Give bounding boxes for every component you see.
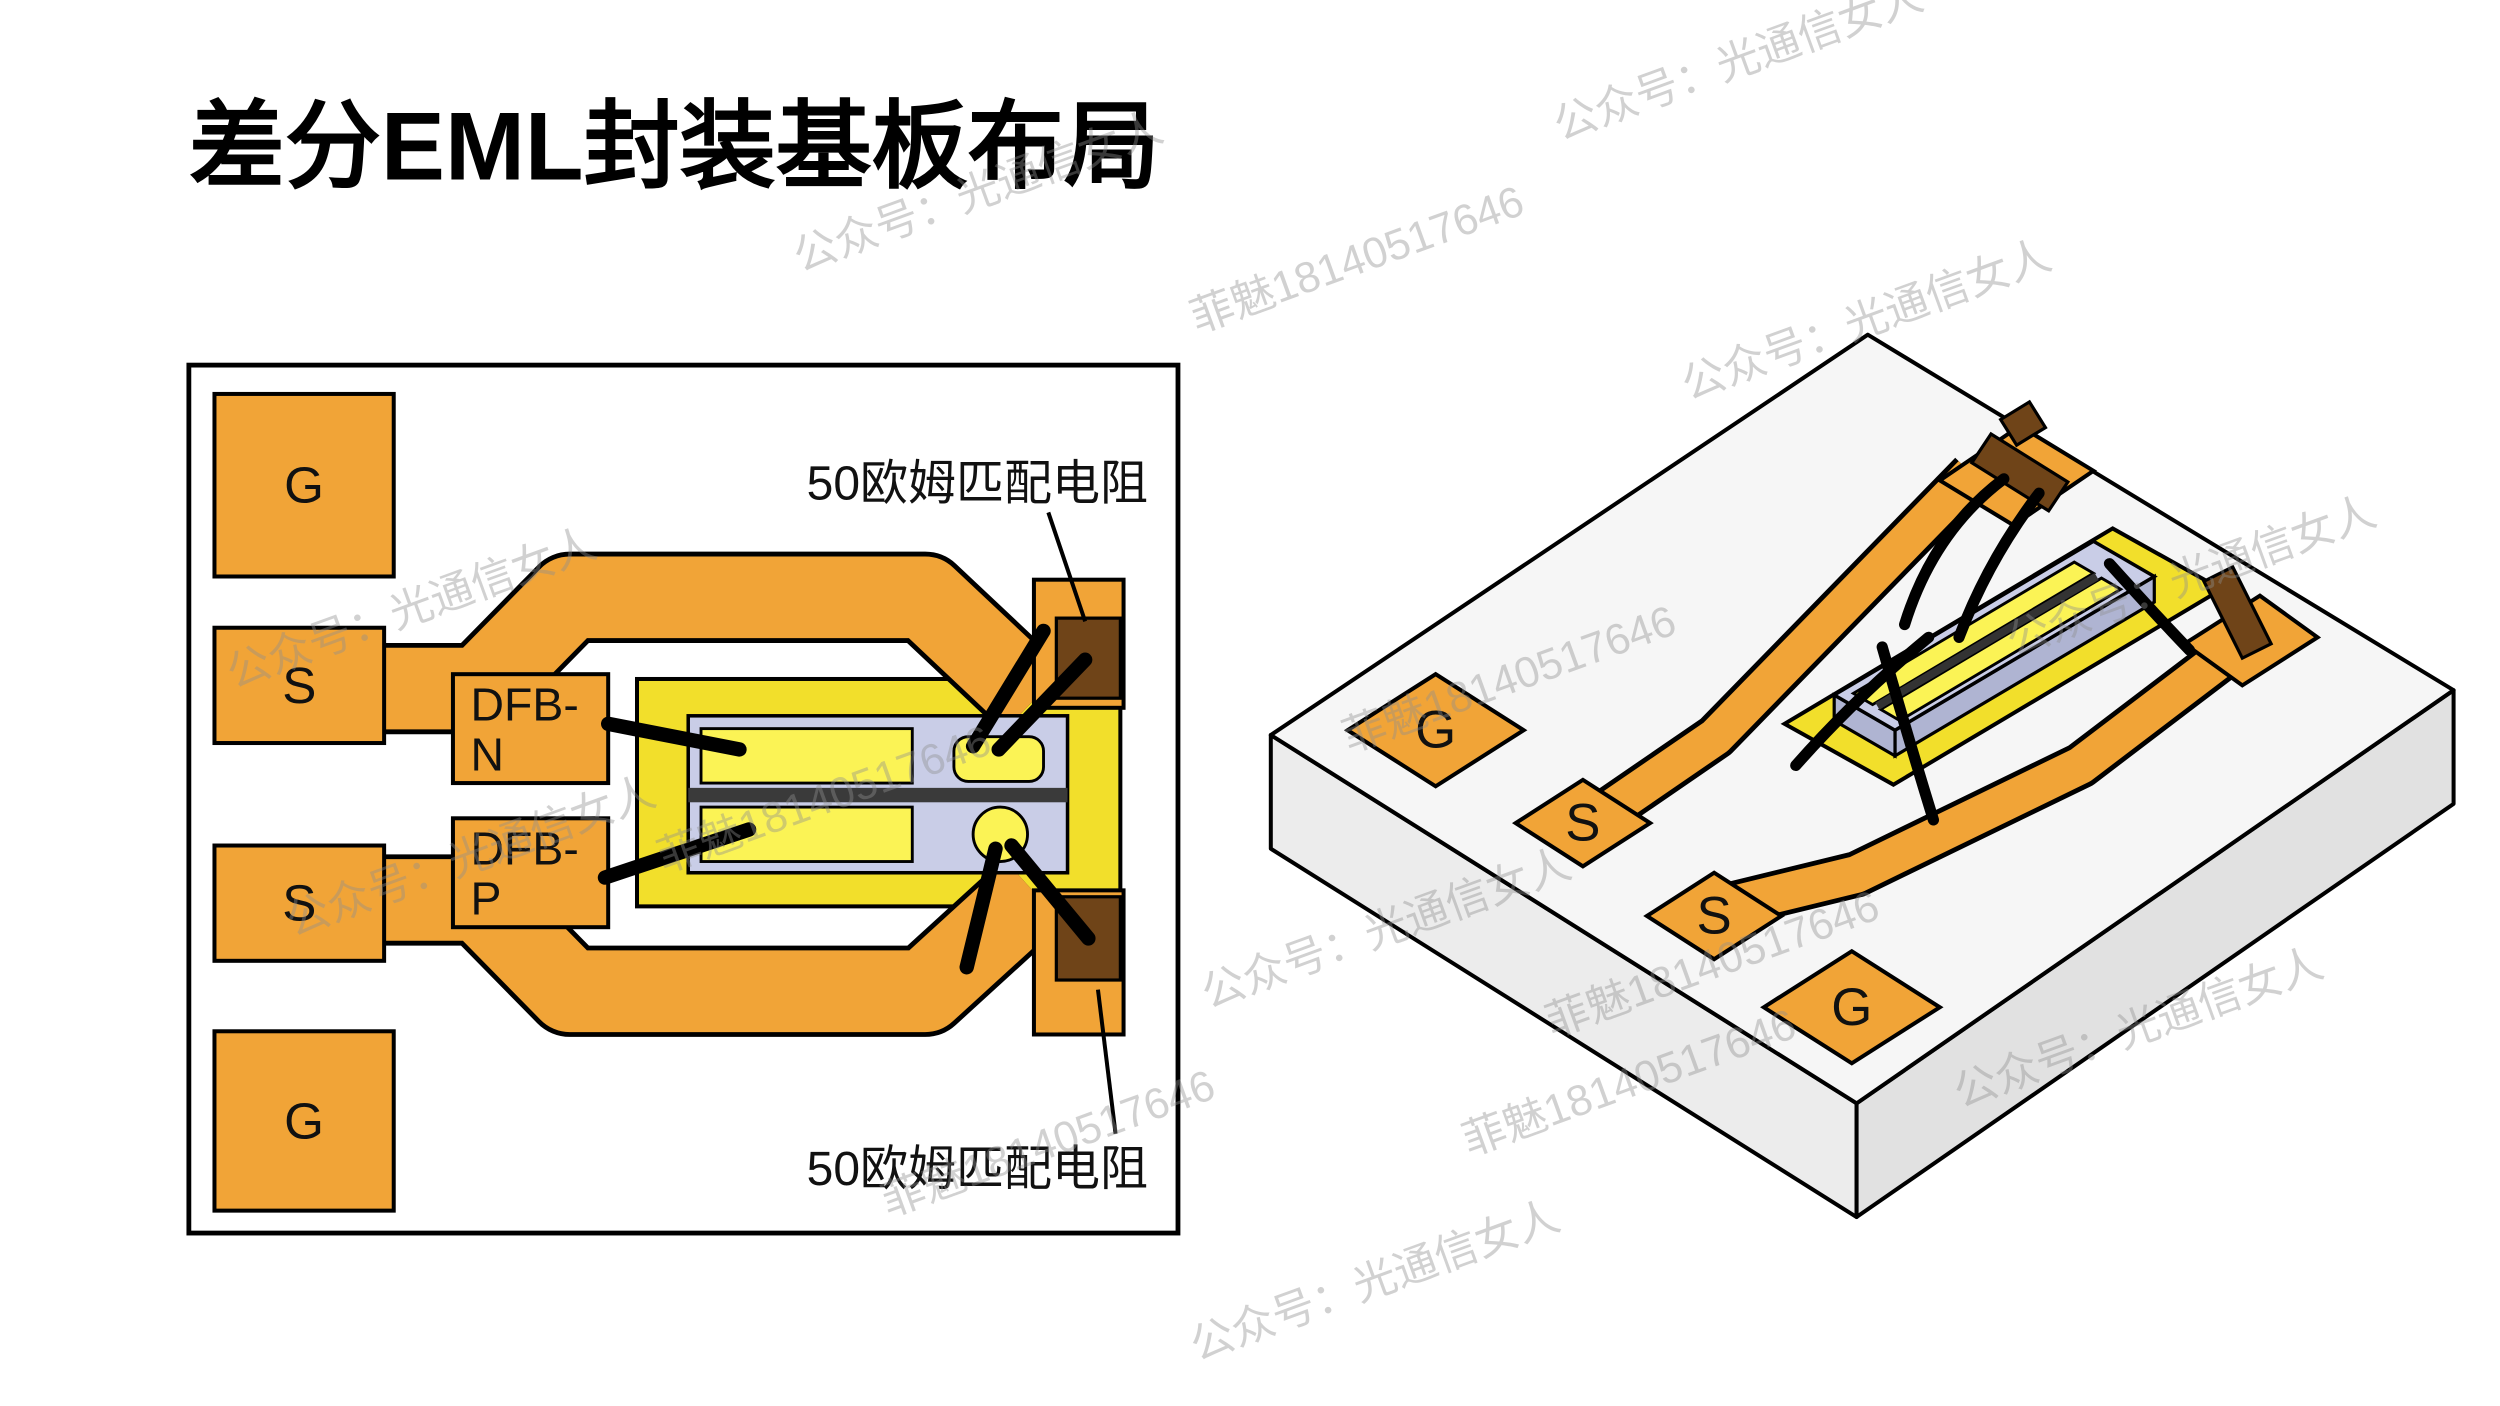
iso-dfb-stripe-1 [1850, 560, 2097, 707]
dfb-p-label-line1: DFB- [471, 823, 579, 875]
iso-bond-wire-5 [1876, 641, 1940, 826]
page-title: 差分EML封装基板布局 [189, 93, 1160, 200]
bond-wire-top-2 [991, 652, 1093, 757]
bond-wire-dfb-p [597, 822, 757, 885]
bond-wire-bottom-2 [1004, 838, 1096, 946]
bond-wire-dfb-n [600, 716, 747, 757]
iso-trace-lower [1727, 629, 2252, 923]
pad-g-bottom [212, 1029, 396, 1213]
resistor-callout-top-leader [1046, 511, 1088, 622]
resistor-callout-top: 50欧姆匹配电阻 [807, 458, 1148, 511]
pad-g-top-label: G [284, 457, 324, 514]
iso-bond-wire-1 [1899, 473, 2010, 631]
watermark: 公众号：光通信女人 [1184, 1192, 1566, 1370]
iso-pad-s-lower-label: S [1697, 886, 1732, 945]
iso-pad-g-right [1760, 948, 1944, 1066]
iso-view: G S S G [1268, 332, 2456, 1220]
dfb-n-label-box [450, 672, 611, 786]
pad-g-top [212, 391, 396, 579]
top-view-panel: DFB- N DFB- P G S S G 50欧姆匹配电阻 50欧姆匹配电阻 [186, 362, 1181, 1236]
iso-pad-s-upper [1511, 777, 1654, 869]
iso-dfb-stripe-2 [1877, 576, 2124, 723]
iso-bond-wire-4 [1790, 631, 1935, 772]
s-bottom-trace [384, 859, 1062, 1033]
iso-waveguide-line [1875, 573, 2099, 710]
iso-pad-g-right-label: G [1831, 978, 1872, 1037]
pad-s-bottom [212, 843, 387, 963]
iso-trace-upper [1593, 461, 1986, 829]
resistor-callout-bottom-leader [1095, 989, 1118, 1135]
bond-wire-bottom-1 [959, 841, 1003, 975]
watermark: 公众号：光通信女人 [1548, 0, 1930, 150]
dfb-p-label-line2: P [471, 872, 502, 924]
dfb-n-label-line1: DFB- [471, 679, 579, 731]
resistor-callout-bottom: 50欧姆匹配电阻 [807, 1143, 1148, 1196]
iso-pad-g-left-label: G [1415, 701, 1456, 760]
pad-s-bottom-label: S [282, 875, 316, 932]
bond-wire-top-1 [965, 623, 1051, 754]
s-top-trace [384, 556, 1062, 730]
iso-pad-g-left [1343, 671, 1528, 789]
watermark: 菲魅18140517646 [1184, 177, 1530, 342]
pad-s-top-label: S [282, 657, 316, 714]
iso-matching-resistor-right [2201, 564, 2274, 661]
dfb-n-label-line2: N [471, 728, 505, 780]
iso-pad-s-lower [1643, 870, 1786, 962]
pad-s-top [212, 625, 387, 746]
waveguide-stripe [688, 787, 1068, 803]
pad-g-bottom-label: G [284, 1092, 324, 1149]
iso-pad-s-upper-label: S [1565, 794, 1600, 853]
dfb-p-label-box [450, 816, 611, 930]
iso-edge-feedthrough-top [1998, 399, 2048, 448]
iso-bond-wire-3 [2103, 558, 2196, 656]
iso-bond-wire-2 [1953, 487, 2045, 643]
